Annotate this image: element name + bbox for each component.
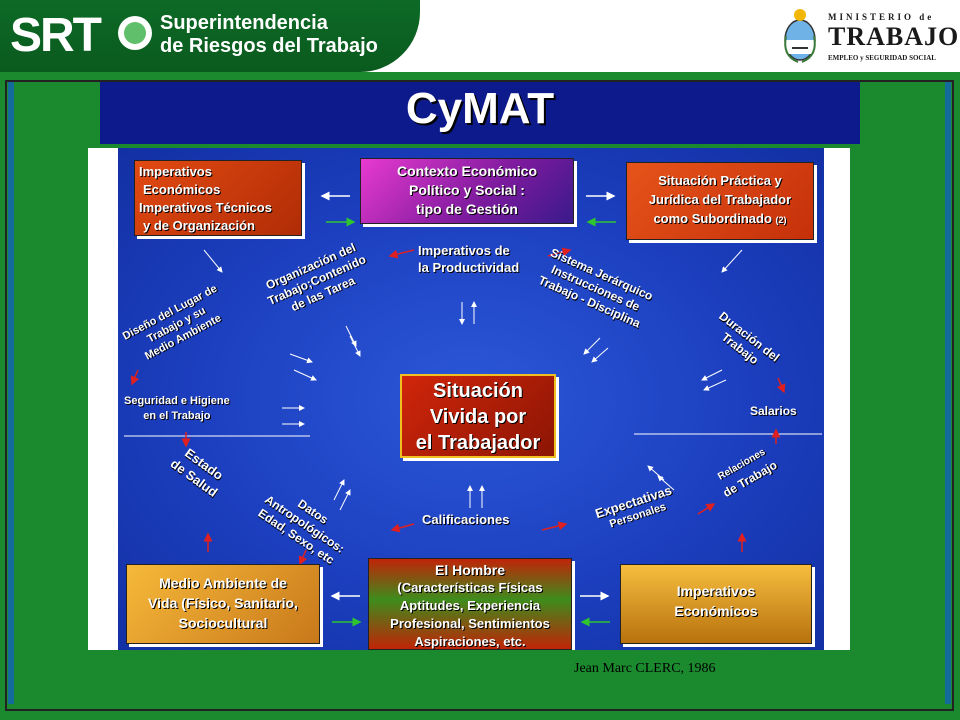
- box-tl-line-2: Económicos: [143, 182, 221, 197]
- box-tc-line-1: Contexto Económico: [396, 163, 537, 179]
- header-banner: SRT Superintendencia de Riesgos del Trab…: [0, 0, 960, 72]
- label-calificaciones: Calificaciones: [422, 512, 510, 527]
- box-bl-line-1: Medio Ambiente de: [159, 575, 287, 591]
- box-tc-line-3: tipo de Gestión: [416, 201, 518, 217]
- srt-circle-icon: [118, 16, 152, 50]
- argentina-crest-icon: [784, 9, 816, 63]
- box-tl-line-3: Imperativos Técnicos: [139, 200, 272, 215]
- box-situacion-vivida: Situación Vivida por el Trabajador: [400, 374, 556, 458]
- title-background: [100, 82, 860, 144]
- box-tc-line-2: Político y Social :: [409, 182, 525, 198]
- box-imperativos-economicos-bottom: Imperativos Económicos: [620, 564, 812, 644]
- red-arrow-9: [390, 523, 415, 533]
- red-arrow-8: [298, 549, 308, 566]
- box-contexto-economico: Contexto Económico Político y Social : t…: [360, 158, 574, 224]
- box-situacion-practica: Situación Práctica y Jurídica del Trabaj…: [626, 162, 814, 240]
- org-line-2: de Riesgos del Trabajo: [160, 35, 378, 57]
- srt-band: SRT Superintendencia de Riesgos del Trab…: [0, 0, 420, 72]
- ministry-title: TRABAJO: [828, 22, 960, 51]
- arrow-diag-17: [647, 465, 665, 481]
- arrow-diag-18: [657, 475, 675, 491]
- srt-logo: SRT: [10, 9, 102, 62]
- arrow-diag-10: [293, 369, 317, 381]
- left-margin: [88, 148, 120, 650]
- cymat-diagram: Imperativos Económicos Imperativos Técni…: [88, 148, 850, 650]
- box-tr-note: (2): [775, 215, 787, 225]
- arrow-diag-1: [203, 249, 223, 273]
- box-tl-line-1: Imperativos: [139, 164, 212, 179]
- org-line-1: Superintendencia: [160, 12, 328, 34]
- box-bc-line-1: El Hombre: [434, 562, 505, 578]
- lbl-seg-1: Seguridad e Higiene: [124, 395, 230, 407]
- lbl-ip-2: la Productividad: [418, 260, 520, 275]
- box-center-line-3: el Trabajador: [415, 432, 541, 454]
- ministry-logo: MINISTERIO de TRABAJO EMPLEO y SEGURIDAD…: [780, 6, 958, 68]
- label-imperativos-productividad: Imperativos de la Productividad: [418, 242, 519, 276]
- red-arrow-3: [130, 369, 140, 386]
- ministry-subtitle: EMPLEO y SEGURIDAD SOCIAL: [828, 54, 936, 62]
- box-center-line-1: Situación: [432, 380, 523, 402]
- citation-credit: Jean Marc CLERC, 1986: [574, 661, 716, 676]
- box-br-line-2: Económicos: [674, 603, 758, 619]
- left-accent-stripe: [8, 82, 14, 704]
- red-arrow-10: [541, 521, 568, 531]
- label-salarios: Salarios: [750, 404, 797, 418]
- label-seguridad: Seguridad e Higiene en el Trabajo: [124, 394, 230, 424]
- box-tr-line-3: como Subordinado (2): [627, 209, 813, 230]
- red-arrow-4: [776, 377, 786, 394]
- arrows-layer: [124, 191, 822, 627]
- lbl-ip-1: Imperativos de: [418, 243, 510, 258]
- box-tr-line-3-text: como Subordinado: [653, 211, 772, 226]
- arrow-diag-5: [345, 325, 357, 347]
- red-arrow-2: [547, 247, 572, 257]
- box-tr-line-2: Jurídica del Trabajador: [648, 192, 792, 207]
- box-tr-line-1: Situación Práctica y: [658, 173, 782, 188]
- arrow-diag-8: [591, 347, 609, 363]
- box-center-line-2: Vivida por: [429, 406, 527, 428]
- box-medio-ambiente: Medio Ambiente de Vida (Físico, Sanitari…: [126, 564, 320, 644]
- arrow-diag-6: [349, 335, 361, 357]
- box-bc-line-4: Profesional, Sentimientos: [390, 616, 550, 631]
- arrow-diag-11: [701, 369, 723, 381]
- box-bl-line-3: Sociocultural: [178, 615, 268, 631]
- box-bl-line-2: Vida (Físico, Sanitario,: [148, 595, 298, 611]
- arrow-diag-15: [333, 479, 345, 501]
- box-bc-line-3: Aptitudes, Experiencia: [399, 598, 541, 613]
- box-imperativos-economicos-tecnicos: Imperativos Económicos Imperativos Técni…: [134, 160, 302, 236]
- lbl-seg-2: en el Trabajo: [143, 410, 211, 422]
- arrow-diag-7: [583, 337, 601, 355]
- slide-title: CyMAT: [405, 84, 555, 133]
- right-accent-stripe: [945, 82, 951, 704]
- red-arrow-11: [697, 503, 716, 515]
- arrow-diag-9: [289, 353, 313, 364]
- organization-name: Superintendencia de Riesgos del Trabajo: [160, 12, 378, 58]
- ministry-top: MINISTERIO de: [828, 12, 935, 22]
- right-margin: [822, 148, 850, 650]
- box-el-hombre: El Hombre (Características Físicas Aptit…: [368, 558, 572, 650]
- box-bc-line-2: (Características Físicas: [397, 580, 543, 595]
- box-bc-line-5: Aspiraciones, etc.: [414, 634, 526, 649]
- box-br-line-1: Imperativos: [676, 583, 756, 599]
- box-tl-line-4: y de Organización: [143, 218, 255, 233]
- arrow-diag-16: [339, 489, 351, 511]
- arrow-diag-2: [721, 249, 743, 273]
- red-arrow-1: [388, 249, 415, 259]
- arrow-diag-12: [703, 379, 727, 391]
